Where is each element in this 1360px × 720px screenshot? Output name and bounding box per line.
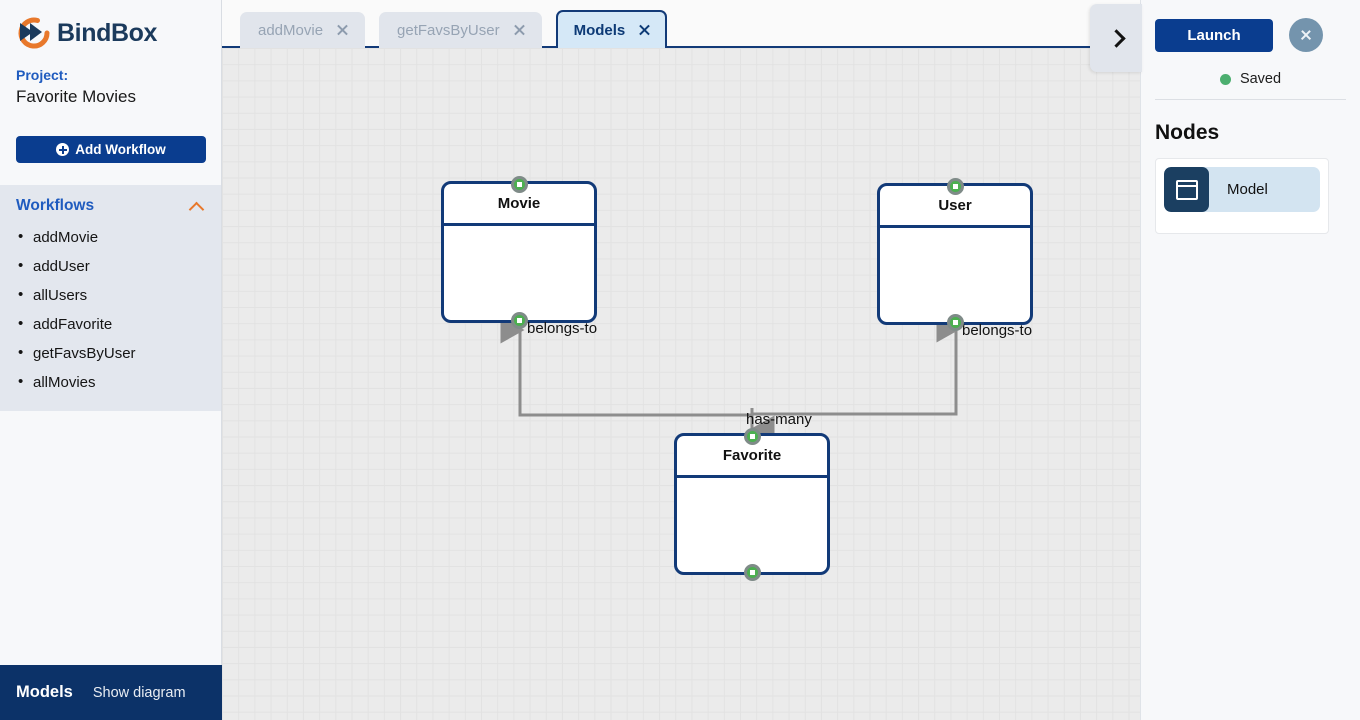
- tab-scroll-right-button[interactable]: [1090, 4, 1142, 72]
- bindbox-logo-icon: [16, 16, 50, 50]
- workflow-item[interactable]: addMovie: [0, 223, 221, 252]
- workflow-item[interactable]: addUser: [0, 252, 221, 281]
- close-icon[interactable]: [336, 24, 349, 37]
- brand-logo[interactable]: BindBox: [16, 16, 157, 50]
- brand-name: BindBox: [57, 18, 157, 47]
- tab-Models[interactable]: Models: [555, 10, 668, 48]
- workflow-item[interactable]: allMovies: [0, 368, 221, 397]
- edge-layer: [500, 315, 961, 443]
- project-name: Favorite Movies: [16, 87, 136, 106]
- status-label: Saved: [1239, 71, 1282, 87]
- left-sidebar: BindBox Project: Favorite Movies Add Wor…: [0, 0, 222, 720]
- panel-divider: [1155, 99, 1346, 100]
- palette-item-label: Model: [1227, 181, 1268, 198]
- workflows-title: Workflows: [16, 197, 95, 214]
- tab-label: Models: [573, 21, 626, 39]
- tab-bar: addMovie getFavsByUser Models: [222, 0, 1140, 48]
- model-node-title: Favorite: [677, 436, 827, 478]
- close-panel-button[interactable]: [1289, 18, 1323, 52]
- workflow-list: addMovieaddUserallUsersaddFavoritegetFav…: [0, 223, 221, 397]
- node-port-top[interactable]: [946, 177, 964, 195]
- chevron-up-icon[interactable]: [190, 200, 203, 213]
- tab-label: getFavsByUser: [397, 21, 500, 39]
- close-icon[interactable]: [513, 24, 526, 37]
- launch-button[interactable]: Launch: [1155, 18, 1273, 52]
- model-node-title: Movie: [444, 184, 594, 226]
- nodes-palette: Model: [1155, 158, 1329, 234]
- workflows-section: Workflows addMovieaddUserallUsersaddFavo…: [0, 185, 221, 411]
- models-footer-bar[interactable]: Models Show diagram: [0, 665, 222, 720]
- tab-addMovie[interactable]: addMovie: [240, 12, 366, 48]
- right-panel: Launch Saved Nodes Model: [1140, 0, 1360, 720]
- add-workflow-label: Add Workflow: [75, 142, 166, 157]
- workflow-item[interactable]: getFavsByUser: [0, 339, 221, 368]
- status-badge: Saved: [1141, 71, 1360, 87]
- model-node-user[interactable]: User: [877, 177, 1033, 331]
- status-dot-icon: [1219, 73, 1231, 85]
- edge-label: belongs-to: [527, 320, 598, 337]
- node-port-top[interactable]: [510, 175, 528, 193]
- node-port-bottom[interactable]: [946, 313, 964, 331]
- model-node-movie[interactable]: Movie: [441, 175, 597, 329]
- workflows-header[interactable]: Workflows: [0, 197, 221, 215]
- show-diagram-link[interactable]: Show diagram: [92, 684, 186, 701]
- close-icon[interactable]: [638, 24, 651, 37]
- project-label: Project:: [16, 67, 69, 83]
- model-node-title: User: [880, 186, 1030, 228]
- node-port-bottom[interactable]: [743, 563, 761, 581]
- tab-getFavsByUser[interactable]: getFavsByUser: [379, 12, 542, 48]
- model-table-icon: [1164, 167, 1209, 212]
- workflow-item[interactable]: allUsers: [0, 281, 221, 310]
- palette-item-model[interactable]: Model: [1164, 167, 1320, 212]
- model-node-favorite[interactable]: Favorite: [674, 427, 830, 581]
- launch-row: Launch: [1155, 18, 1323, 52]
- node-port-top[interactable]: [743, 427, 761, 445]
- add-workflow-button[interactable]: Add Workflow: [16, 136, 206, 163]
- edge-label: belongs-to: [962, 322, 1033, 339]
- chevron-right-icon: [1109, 31, 1123, 45]
- node-port-bottom[interactable]: [510, 311, 528, 329]
- nodes-title: Nodes: [1155, 121, 1220, 144]
- edge-label: has-many: [746, 411, 812, 428]
- tab-label: addMovie: [258, 21, 324, 39]
- plus-circle-icon: [56, 143, 70, 156]
- workflow-item[interactable]: addFavorite: [0, 310, 221, 339]
- models-footer-title: Models: [16, 683, 73, 701]
